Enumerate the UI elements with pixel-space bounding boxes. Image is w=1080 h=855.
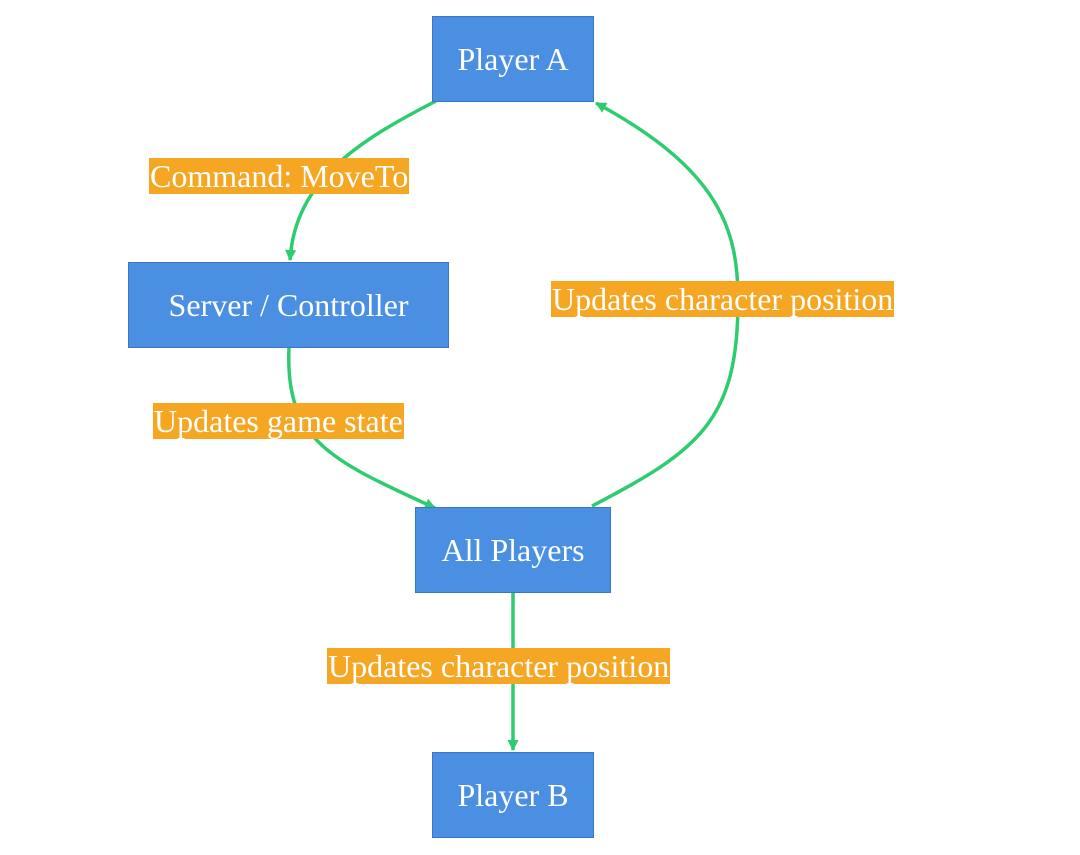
edge-label-updates-character-position-to-player-b: Updates character position xyxy=(327,648,671,684)
node-all-players-label: All Players xyxy=(441,531,585,568)
edge-label-updates-character-position-to-player-a: Updates character position xyxy=(551,281,895,317)
edge-label-command-moveto: Command: MoveTo xyxy=(149,158,410,194)
node-server-controller-label: Server / Controller xyxy=(168,286,409,323)
node-player-a-label: Player A xyxy=(457,40,569,77)
node-player-b: Player B xyxy=(432,752,594,838)
edge-label-updates-game-state: Updates game state xyxy=(153,403,404,439)
node-player-a: Player A xyxy=(432,16,594,102)
node-player-b-label: Player B xyxy=(457,776,569,813)
edge-server-to-all-players xyxy=(287,347,437,510)
node-server-controller: Server / Controller xyxy=(128,262,449,348)
node-all-players: All Players xyxy=(415,507,611,593)
